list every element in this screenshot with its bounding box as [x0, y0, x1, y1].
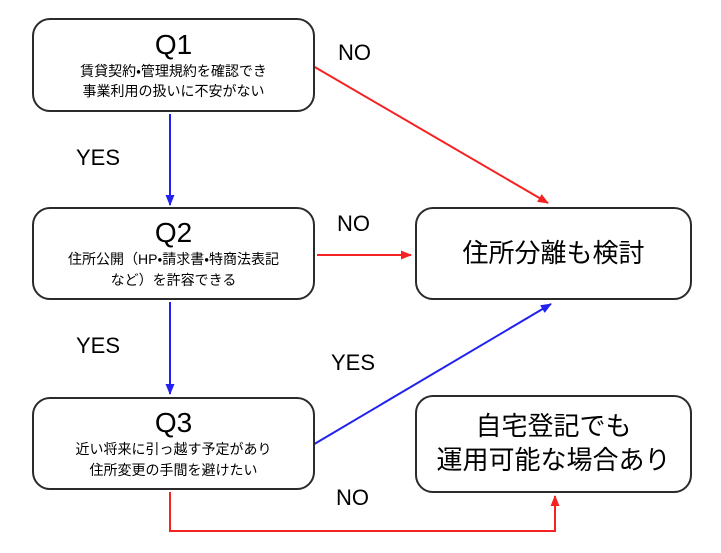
node-q1: Q1 賃貸契約・管理規約を確認でき 事業利用の扱いに不安がない [32, 18, 315, 112]
node-outcome-home: 自宅登記でも 運用可能な場合あり [415, 395, 692, 493]
node-outcome-home-line1: 自宅登記でも [475, 411, 632, 442]
node-q3-title: Q3 [154, 407, 193, 439]
edge-label-q2-no: NO [337, 211, 370, 236]
edge-label-q3-no: NO [336, 485, 369, 510]
node-q1-line2: 事業利用の扱いに不安がない [82, 83, 265, 100]
node-q1-title: Q1 [154, 28, 193, 60]
node-q2-line1: 住所公開（HP・請求書・特商法表記 [68, 251, 279, 268]
edge-label-q1-no: NO [338, 40, 371, 65]
edge-label-q2-yes: YES [76, 333, 121, 358]
node-outcome-separation: 住所分離も検討 [415, 207, 692, 300]
node-q2-title: Q2 [154, 217, 193, 249]
node-q3-line2: 住所変更の手間を避けたい [89, 461, 258, 478]
node-outcome-separation-label: 住所分離も検討 [462, 237, 645, 268]
edge-label-q1-yes: YES [76, 145, 121, 170]
node-q3: Q3 近い将来に引っ越す予定があり 住所変更の手間を避けたい [32, 397, 315, 490]
node-q3-line1: 近い将来に引っ越す予定があり [75, 441, 272, 458]
edge-q1-no [312, 65, 549, 204]
node-outcome-home-line2: 運用可能な場合あり [436, 445, 671, 475]
edge-label-q3-yes: YES [331, 350, 376, 375]
node-q1-line1: 賃貸契約・管理規約を確認でき [80, 62, 267, 79]
node-q2: Q2 住所公開（HP・請求書・特商法表記 など）を許容できる [32, 207, 315, 300]
node-q2-line2: など）を許容できる [110, 271, 237, 288]
